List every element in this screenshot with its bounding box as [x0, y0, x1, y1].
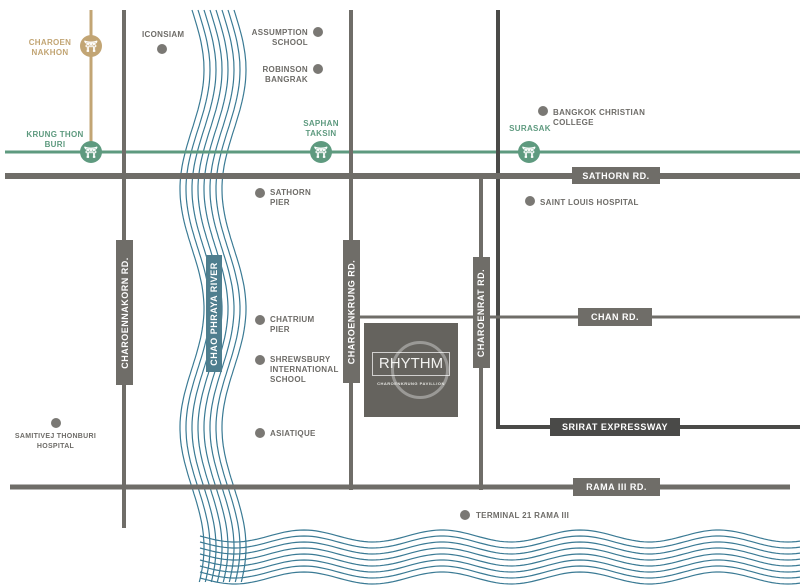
poi-iconsiam: ICONSIAM [142, 30, 185, 39]
river-wave-line [199, 529, 800, 543]
poi-dot [460, 510, 470, 520]
label-charoenkrung-rd: CHAROENKRUNG RD. [343, 240, 360, 383]
project-subtitle: CHAROENKRUNG PAVILLION [377, 381, 445, 386]
poi-dot [255, 188, 265, 198]
bts-station-icon: ⛩ [310, 141, 332, 163]
label-text: CHAROENKRUNG RD. [346, 259, 357, 364]
label-srirat-expressway: SRIRAT EXPRESSWAY [550, 418, 680, 436]
label-text: CHAROENRAT RD. [476, 268, 487, 357]
station-label-surasak: SURASAK [509, 124, 551, 133]
label-chao-phraya-river: CHAO PHRAYA RIVER [206, 255, 222, 372]
poi-saint-louis-hospital: SAINT LOUIS HOSPITAL [540, 198, 639, 207]
label-text: CHAROENNAKORN RD. [119, 256, 130, 369]
poi-dot [538, 106, 548, 116]
poi-samitivej-thonburi-hospital: SAMITIVEJ THONBURI HOSPITAL [14, 433, 97, 450]
poi-chatrium-pier: CHATRIUM PIER [270, 315, 315, 334]
station-label-charoen-nakhon: CHAROEN NAKHON [28, 38, 72, 57]
river-wave-line [199, 565, 800, 579]
river-wave-line [199, 559, 800, 573]
river-wave-line [199, 541, 800, 555]
river-wave-line [199, 553, 800, 567]
poi-shrewsbury-school: SHREWSBURY INTERNATIONAL SCHOOL [270, 355, 339, 384]
river-wave-line [199, 571, 800, 585]
poi-robinson-bangrak: ROBINSON BANGRAK [262, 65, 308, 84]
station-label-krung-thon-buri: KRUNG THON BURI [26, 130, 84, 149]
label-rama3-rd: RAMA III RD. [573, 478, 660, 496]
label-charoennakorn-rd: CHAROENNAKORN RD. [116, 240, 133, 385]
bts-station-icon: ⛩ [518, 141, 540, 163]
label-text: CHAO PHRAYA RIVER [209, 261, 219, 366]
station-label-saphan-taksin: SAPHAN TAKSIN [303, 119, 339, 138]
poi-dot [255, 315, 265, 325]
bts-station-icon: ⛩ [80, 35, 102, 57]
river-wave-line [199, 547, 800, 561]
chao-phraya-river [179, 9, 800, 585]
label-chan-rd: CHAN RD. [578, 308, 652, 326]
project-name: RHYTHM [372, 352, 450, 376]
poi-dot [157, 44, 167, 54]
bts-station-icon: ⛩ [80, 141, 102, 163]
poi-dot [255, 355, 265, 365]
poi-dot [525, 196, 535, 206]
poi-dot [313, 27, 323, 37]
logo-ring [391, 341, 449, 399]
poi-sathorn-pier: SATHORN PIER [270, 188, 312, 207]
river-wave-line [199, 535, 800, 549]
poi-dot [313, 64, 323, 74]
label-sathorn-rd: SATHORN RD. [572, 167, 660, 184]
poi-terminal21-rama3: TERMINAL 21 RAMA III [476, 511, 570, 520]
poi-dot [51, 418, 61, 428]
poi-dot [255, 428, 265, 438]
label-charoenrat-rd: CHAROENRAT RD. [473, 257, 490, 368]
project-rhythm-marker[interactable]: RHYTHM CHAROENKRUNG PAVILLION [364, 323, 458, 417]
poi-bangkok-christian-college: BANGKOK CHRISTIAN COLLEGE [553, 108, 646, 127]
poi-assumption-school: ASSUMPTION SCHOOL [251, 28, 308, 47]
poi-asiatique: ASIATIQUE [270, 429, 316, 438]
